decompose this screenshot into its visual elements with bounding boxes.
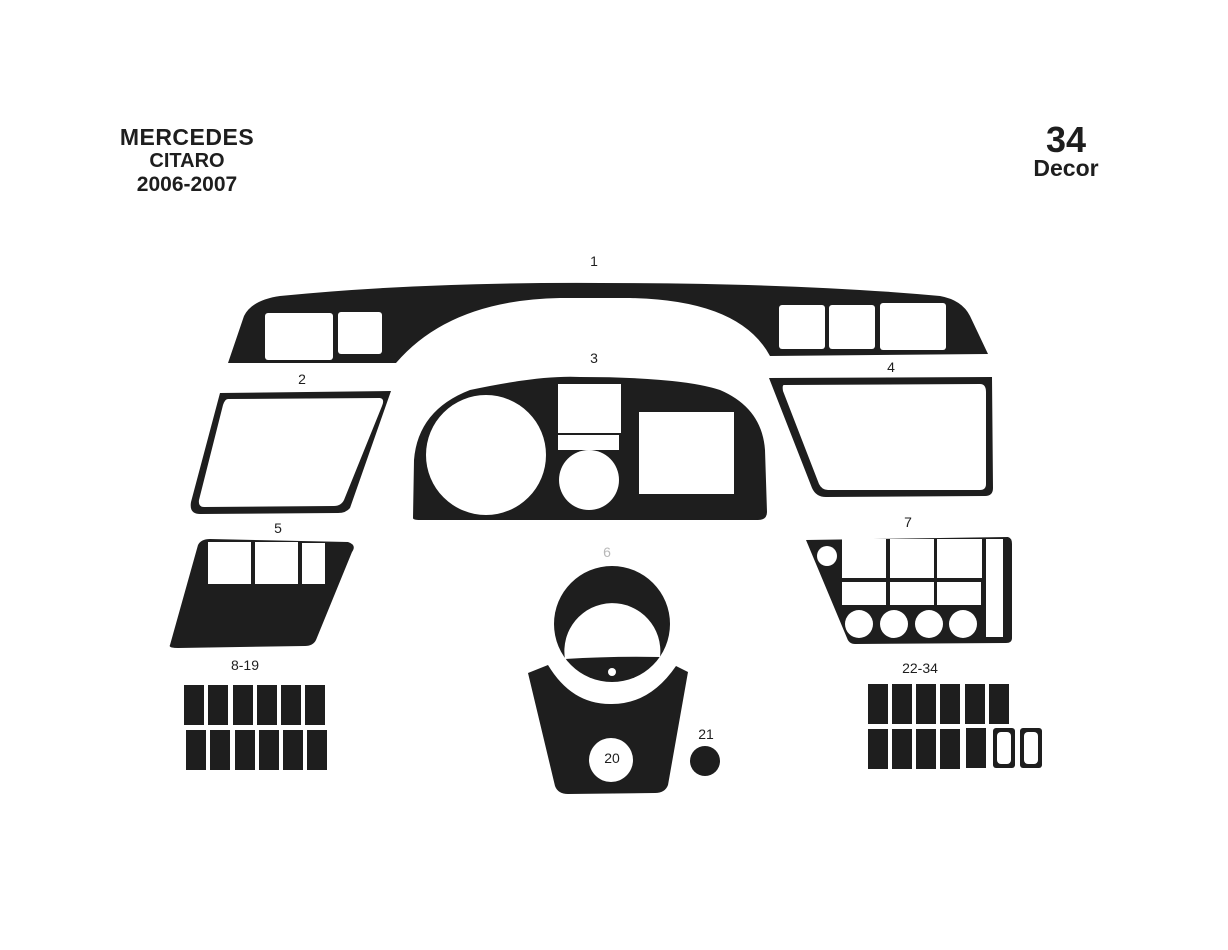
- vehicle-title: MERCEDES CITARO 2006-2007: [100, 124, 274, 198]
- part-7-right-switch-panel: [806, 537, 1012, 644]
- part-6-column-ring: [554, 566, 670, 682]
- part-2-left-frame: [190, 391, 391, 514]
- part-label-6: 6: [603, 544, 611, 560]
- vehicle-years: 2006-2007: [136, 173, 238, 196]
- part-label-4: 4: [887, 359, 895, 375]
- part-20-column-cover: [528, 665, 688, 794]
- piece-count: 34: [1045, 119, 1087, 160]
- part-label-7: 7: [904, 514, 912, 530]
- vehicle-model: CITARO: [149, 150, 225, 172]
- part-label-1: 1: [590, 253, 598, 269]
- parts-22-34-small-decals: [868, 684, 1042, 769]
- part-label-22-34: 22-34: [902, 660, 938, 676]
- part-label-3: 3: [590, 350, 598, 366]
- part-21-round-decal: [690, 746, 720, 776]
- vehicle-make: MERCEDES: [119, 124, 255, 150]
- part-4-right-frame: [769, 377, 993, 497]
- kit-count: 34 Decor: [1018, 119, 1114, 181]
- part-label-2: 2: [298, 371, 306, 387]
- part-5-left-switch-panel: [169, 539, 354, 648]
- kit-label: Decor: [1033, 155, 1099, 181]
- part-label-20: 20: [604, 750, 620, 766]
- part-label-21: 21: [698, 726, 714, 742]
- part-3-instrument-cluster: [413, 376, 767, 520]
- part-label-5: 5: [274, 520, 282, 536]
- part-1-dashboard-strip: [228, 282, 988, 363]
- part-label-8-19: 8-19: [230, 657, 260, 673]
- parts-8-19-small-decals: [184, 685, 327, 770]
